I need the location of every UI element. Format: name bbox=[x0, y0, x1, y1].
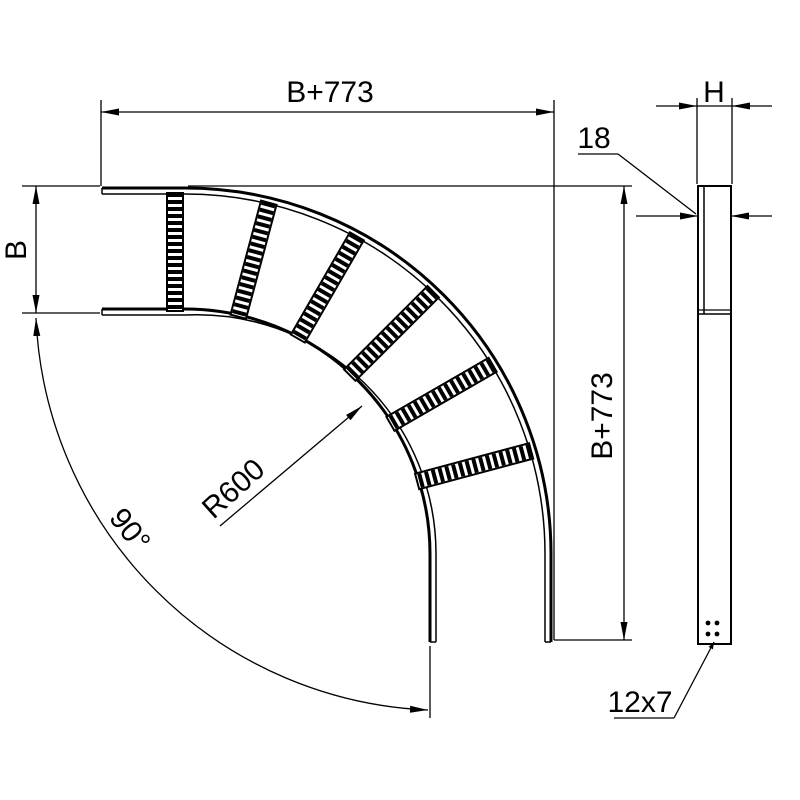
dimension-angle-label: 90° bbox=[103, 502, 157, 558]
side-rail-profile bbox=[697, 185, 732, 645]
dimension-height-label: H bbox=[703, 76, 725, 109]
dimension-tray-width-label: B bbox=[0, 240, 33, 260]
dimension-thickness-label: 18 bbox=[577, 122, 610, 155]
dimension-right-height: B+773 bbox=[586, 186, 628, 640]
dimension-angle: 90° bbox=[33, 317, 429, 713]
rung-6 bbox=[413, 441, 535, 491]
slot-callout: 12x7 bbox=[607, 641, 715, 719]
dimension-top-width-label: B+773 bbox=[286, 76, 374, 109]
slot-holes bbox=[705, 620, 720, 637]
ladder-bend bbox=[101, 186, 553, 643]
dimension-thickness: 18 bbox=[577, 122, 772, 220]
dimension-height: H bbox=[656, 76, 772, 110]
extension-lines bbox=[22, 100, 632, 718]
dimension-top-width: B+773 bbox=[101, 76, 554, 116]
dimension-tray-width: B bbox=[0, 186, 40, 313]
slot-callout-label: 12x7 bbox=[607, 686, 672, 719]
rung-1 bbox=[166, 192, 184, 312]
rung-2 bbox=[229, 199, 278, 320]
dimension-radius: R600 bbox=[196, 405, 363, 527]
outer-side-rail bbox=[102, 186, 553, 642]
dimension-right-height-label: B+773 bbox=[586, 372, 619, 460]
rung-5 bbox=[385, 356, 499, 433]
rung-3 bbox=[289, 230, 366, 344]
rung-4 bbox=[342, 284, 441, 383]
side-profile bbox=[696, 98, 733, 645]
